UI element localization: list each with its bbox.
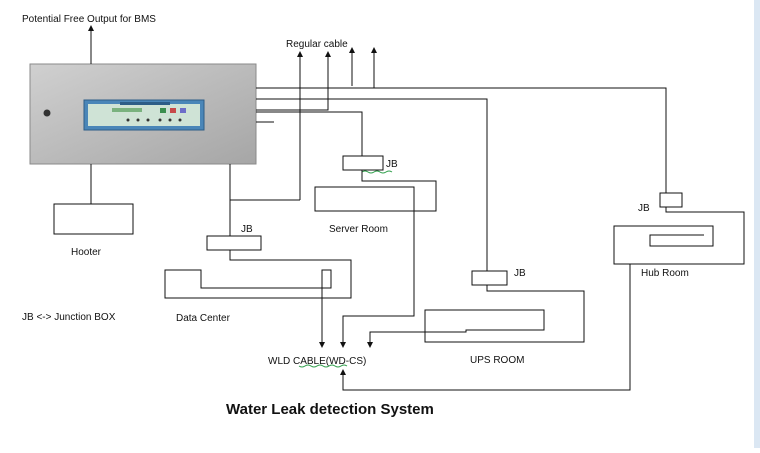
feed-ups — [256, 98, 488, 271]
server-room-label: Server Room — [329, 224, 388, 235]
right-border-strip — [754, 0, 760, 448]
jb-hub-box — [659, 192, 683, 208]
jb-data-label: JB — [241, 224, 253, 235]
regular-cable-label: Regular cable — [286, 39, 348, 50]
feed-server — [256, 111, 363, 156]
hooter-label: Hooter — [71, 247, 102, 258]
jb-ups-label: JB — [514, 268, 526, 279]
control-panel — [29, 63, 257, 165]
diagram-title: Water Leak detection System — [226, 401, 434, 418]
junction-legend: JB <-> Junction BOX — [22, 312, 116, 323]
wld-cable-label: WLD CABLE(WD-CS) — [268, 356, 366, 367]
data-center-label: Data Center — [176, 313, 231, 324]
feed-up-2 — [256, 90, 329, 111]
hub-return — [340, 264, 631, 391]
wld-underline — [298, 364, 348, 368]
ups-loop — [367, 285, 585, 348]
feed-hub — [256, 87, 667, 193]
squiggle-mark — [361, 170, 393, 174]
ups-room-label: UPS ROOM — [470, 355, 524, 366]
jb-hub-label: JB — [638, 203, 650, 214]
hooter-box — [53, 203, 134, 235]
bms-output-label: Potential Free Output for BMS — [22, 14, 156, 25]
hub-loop-a — [613, 207, 745, 265]
jb-data-box — [206, 235, 262, 251]
data-center-loop — [164, 250, 352, 348]
hub-room-label: Hub Room — [641, 268, 689, 279]
jb-ups-box — [471, 270, 508, 286]
jb-server-label: JB — [386, 159, 398, 170]
panel-screen — [88, 104, 200, 126]
jb-server-box — [342, 155, 384, 171]
panel-key-icon — [43, 109, 51, 117]
server-loop — [314, 170, 437, 348]
